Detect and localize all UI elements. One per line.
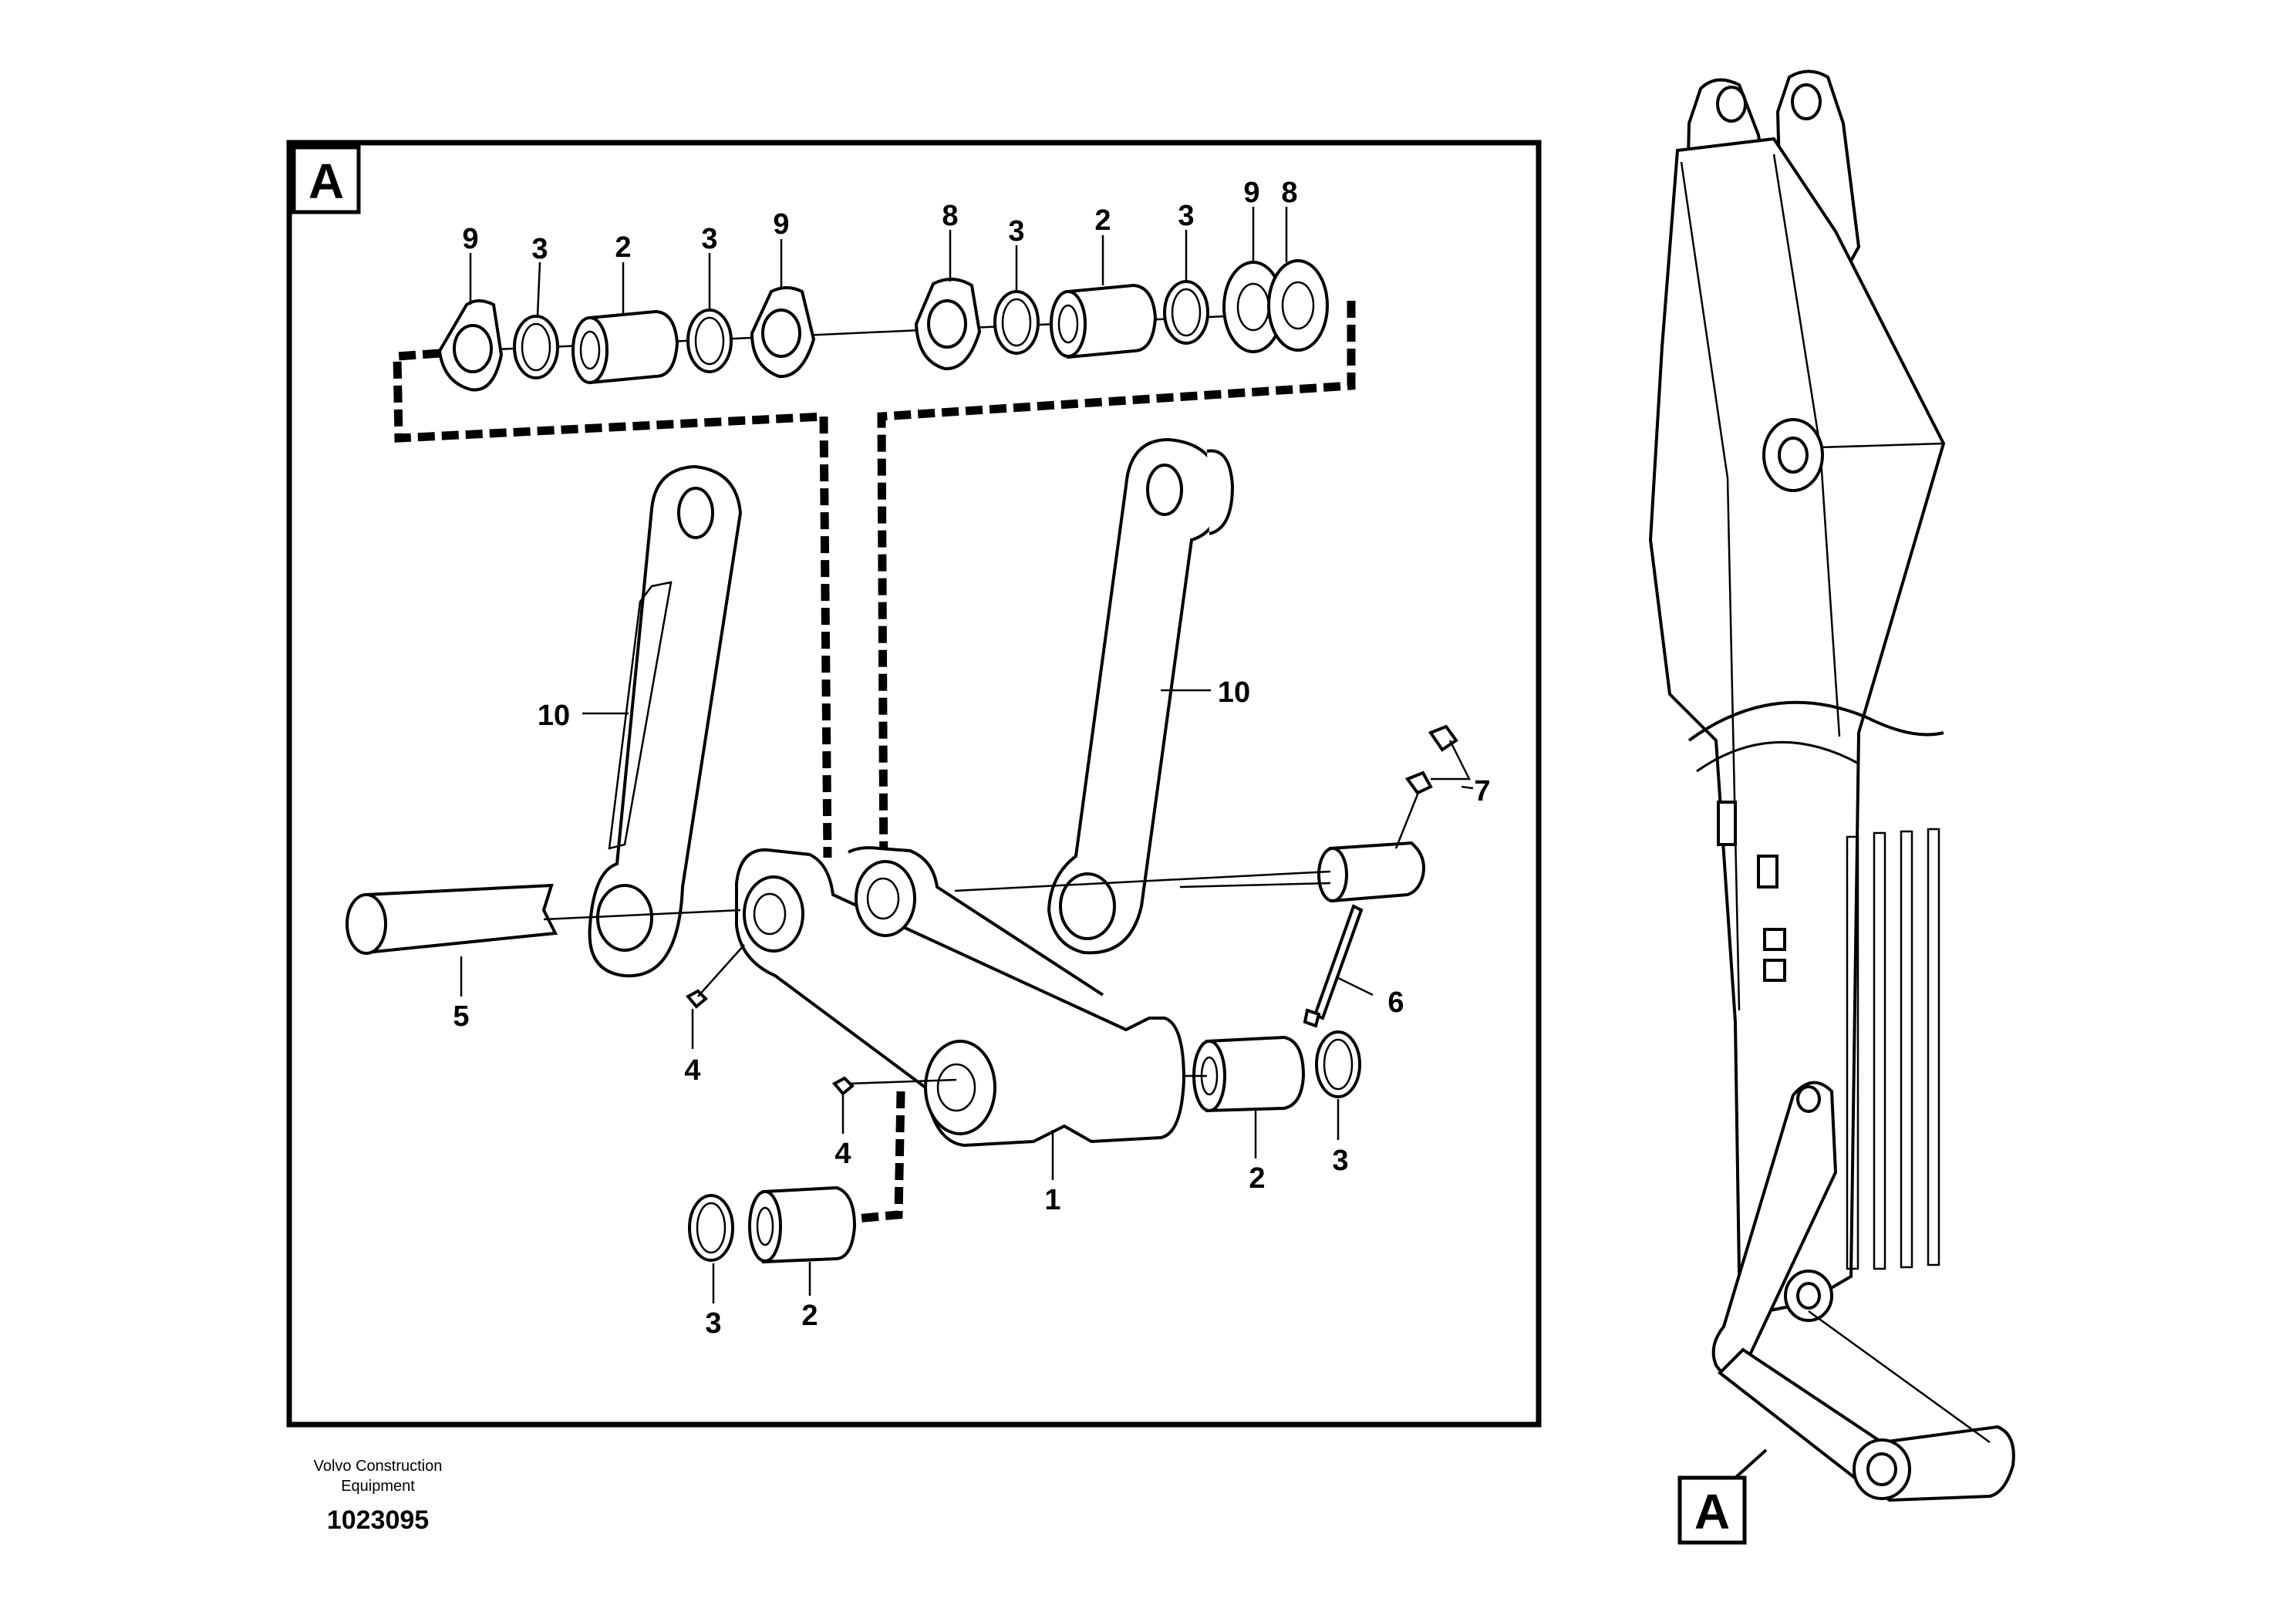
company-name-line1: Volvo Construction	[313, 1458, 443, 1475]
callout-3: 3	[1008, 215, 1024, 248]
callout-3: 3	[705, 1307, 721, 1340]
callout-9: 9	[773, 208, 789, 241]
overview-label: A	[1694, 1484, 1730, 1539]
shim-8	[1267, 259, 1329, 352]
callout-1: 1	[1044, 1184, 1060, 1216]
bushing-2	[762, 1185, 857, 1264]
pin-5	[346, 883, 741, 955]
o-ring-3	[1315, 1030, 1361, 1098]
callout-2: 2	[1094, 204, 1111, 237]
callout-8: 8	[1281, 177, 1297, 209]
link-arm-right	[1047, 437, 1235, 955]
bolt-7	[1394, 724, 1472, 849]
callout-3: 3	[1178, 200, 1194, 232]
footer: Volvo Construction Equipment 1023095	[293, 1456, 463, 1536]
o-ring-3	[993, 290, 1040, 355]
bushing-2	[1205, 1035, 1306, 1113]
callout-9: 9	[462, 223, 478, 255]
callout-4: 4	[834, 1138, 851, 1170]
callout-6: 6	[1387, 986, 1404, 1019]
o-ring-3	[1163, 280, 1209, 345]
callout-5: 5	[453, 1000, 469, 1033]
pin-right	[954, 841, 1425, 903]
top-parts-row	[437, 259, 1329, 392]
callout-4: 4	[684, 1054, 700, 1087]
bushing-2	[588, 309, 679, 385]
callout-3: 3	[701, 223, 717, 255]
drawing-number: 1023095	[326, 1506, 430, 1535]
o-ring-3	[513, 315, 559, 379]
callout-3: 3	[1332, 1145, 1348, 1177]
leader-lines	[460, 207, 1474, 1303]
grease-fittings-4	[685, 944, 957, 1096]
callout-10: 10	[1218, 676, 1250, 709]
detail-frame: A	[286, 140, 1542, 1428]
link-arm-left	[588, 464, 743, 978]
main-link	[735, 846, 1186, 1148]
callout-9: 9	[1243, 177, 1259, 209]
o-ring-3	[688, 1194, 734, 1262]
arm-overview	[1648, 69, 2015, 1502]
detail-label: A	[308, 153, 344, 209]
callout-3: 3	[531, 233, 548, 265]
overview-label-box: A	[1677, 1475, 1747, 1545]
rod-6	[1303, 904, 1364, 1028]
o-ring-3	[686, 309, 733, 373]
callout-2: 2	[1249, 1162, 1265, 1195]
callout-7: 7	[1474, 775, 1490, 808]
bushing-2	[1067, 283, 1158, 359]
callout-2: 2	[801, 1300, 818, 1332]
callout-10: 10	[538, 700, 570, 732]
callout-8: 8	[942, 200, 958, 232]
callout-2: 2	[615, 231, 631, 264]
callouts: 9 3 2 3 9 8 3 2 3 9 8 10 10 7 5 6 4 4 1 …	[453, 177, 1490, 1340]
lower-parts	[688, 1030, 1361, 1264]
company-name-line2: Equipment	[341, 1478, 415, 1495]
